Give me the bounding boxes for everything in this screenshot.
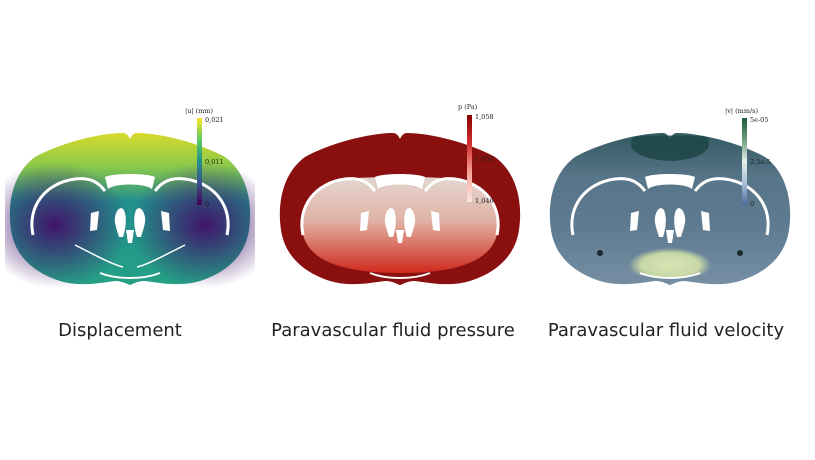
velocity-panel: |v| (mm/s) 5e-05 2.5e-5 0: [545, 95, 795, 305]
displacement-brain-slice: [5, 95, 255, 305]
velocity-colorbar: |v| (mm/s) 5e-05 2.5e-5 0: [725, 107, 790, 217]
colorbar-max-label: 5e-05: [750, 116, 769, 124]
displacement-caption: Displacement: [58, 320, 182, 341]
colorbar-max-label: 1,058: [475, 113, 494, 121]
colorbar-min-label: 1,046: [475, 197, 494, 205]
colorbar-mid-label: 0,011: [205, 158, 224, 166]
colorbar-min-label: 0: [750, 200, 755, 208]
colorbar-title: p (Pa): [458, 103, 478, 111]
colorbar-max-label: 0,021: [205, 116, 224, 124]
colorbar-mid-label: 1,052: [475, 155, 494, 163]
colorbar-gradient: [742, 118, 747, 205]
pressure-caption: Paravascular fluid pressure: [271, 320, 515, 341]
velocity-caption: Paravascular fluid velocity: [547, 320, 785, 341]
pressure-panel: p (Pa) 1,058 1,052 1,046: [275, 95, 525, 305]
displacement-panel: |u| (mm) 0,021 0,011 0: [5, 95, 255, 305]
colorbar-mid-label: 2.5e-5: [750, 158, 771, 166]
colorbar-gradient: [197, 118, 202, 205]
colorbar-title: |u| (mm): [185, 107, 214, 115]
velocity-brain-slice: [549, 133, 791, 285]
colorbar-min-label: 0: [205, 200, 210, 208]
displacement-colorbar: |u| (mm) 0,021 0,011 0: [185, 107, 245, 217]
colorbar-title: |v| (mm/s): [725, 107, 759, 115]
pressure-colorbar: p (Pa) 1,058 1,052 1,046: [455, 103, 515, 213]
colorbar-gradient: [467, 115, 472, 202]
pressure-brain-slice: [279, 133, 521, 285]
